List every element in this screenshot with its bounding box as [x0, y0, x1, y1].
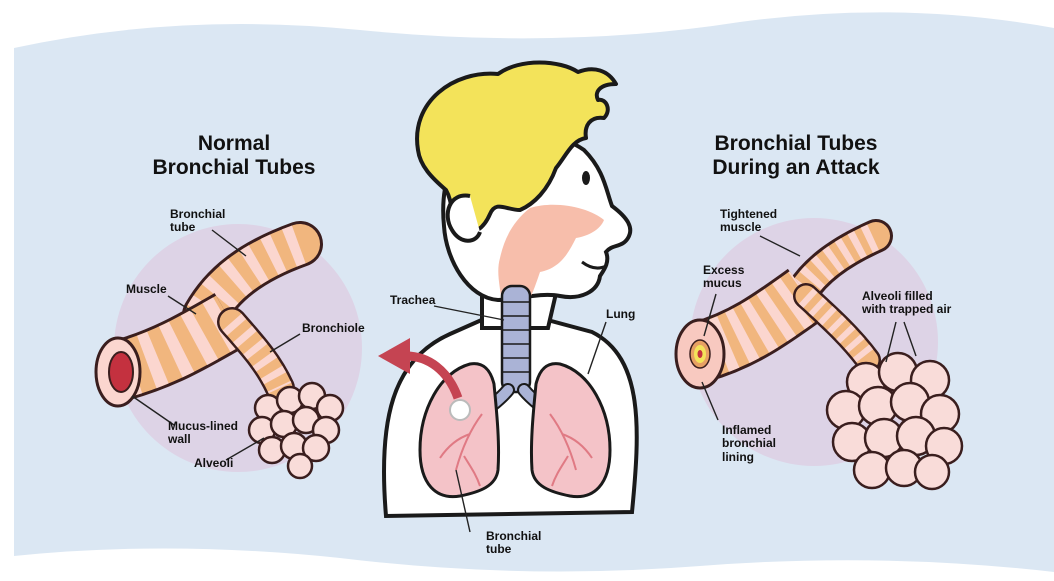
- label-normal-muscle: Muscle: [126, 283, 167, 296]
- label-center-bronchial-tube: Bronchial tube: [486, 530, 541, 557]
- label-tightened-muscle: Tightened muscle: [720, 208, 777, 235]
- label-inflamed-lining: Inflamed bronchial lining: [722, 424, 776, 464]
- label-normal-bronchiole: Bronchiole: [302, 322, 365, 335]
- label-lung: Lung: [606, 308, 635, 321]
- label-normal-bronchial-tube: Bronchial tube: [170, 208, 225, 235]
- label-trachea: Trachea: [390, 294, 435, 307]
- highlighted-area: [450, 400, 470, 420]
- label-alveoli-trapped-air: Alveoli filled with trapped air: [862, 290, 951, 317]
- attack-panel-title: Bronchial Tubes During an Attack: [705, 132, 887, 179]
- normal-panel-title: Normal Bronchial Tubes: [150, 132, 318, 179]
- label-normal-mucus-lined-wall: Mucus-lined wall: [168, 420, 238, 447]
- label-normal-alveoli: Alveoli: [194, 457, 233, 470]
- label-excess-mucus: Excess mucus: [703, 264, 744, 291]
